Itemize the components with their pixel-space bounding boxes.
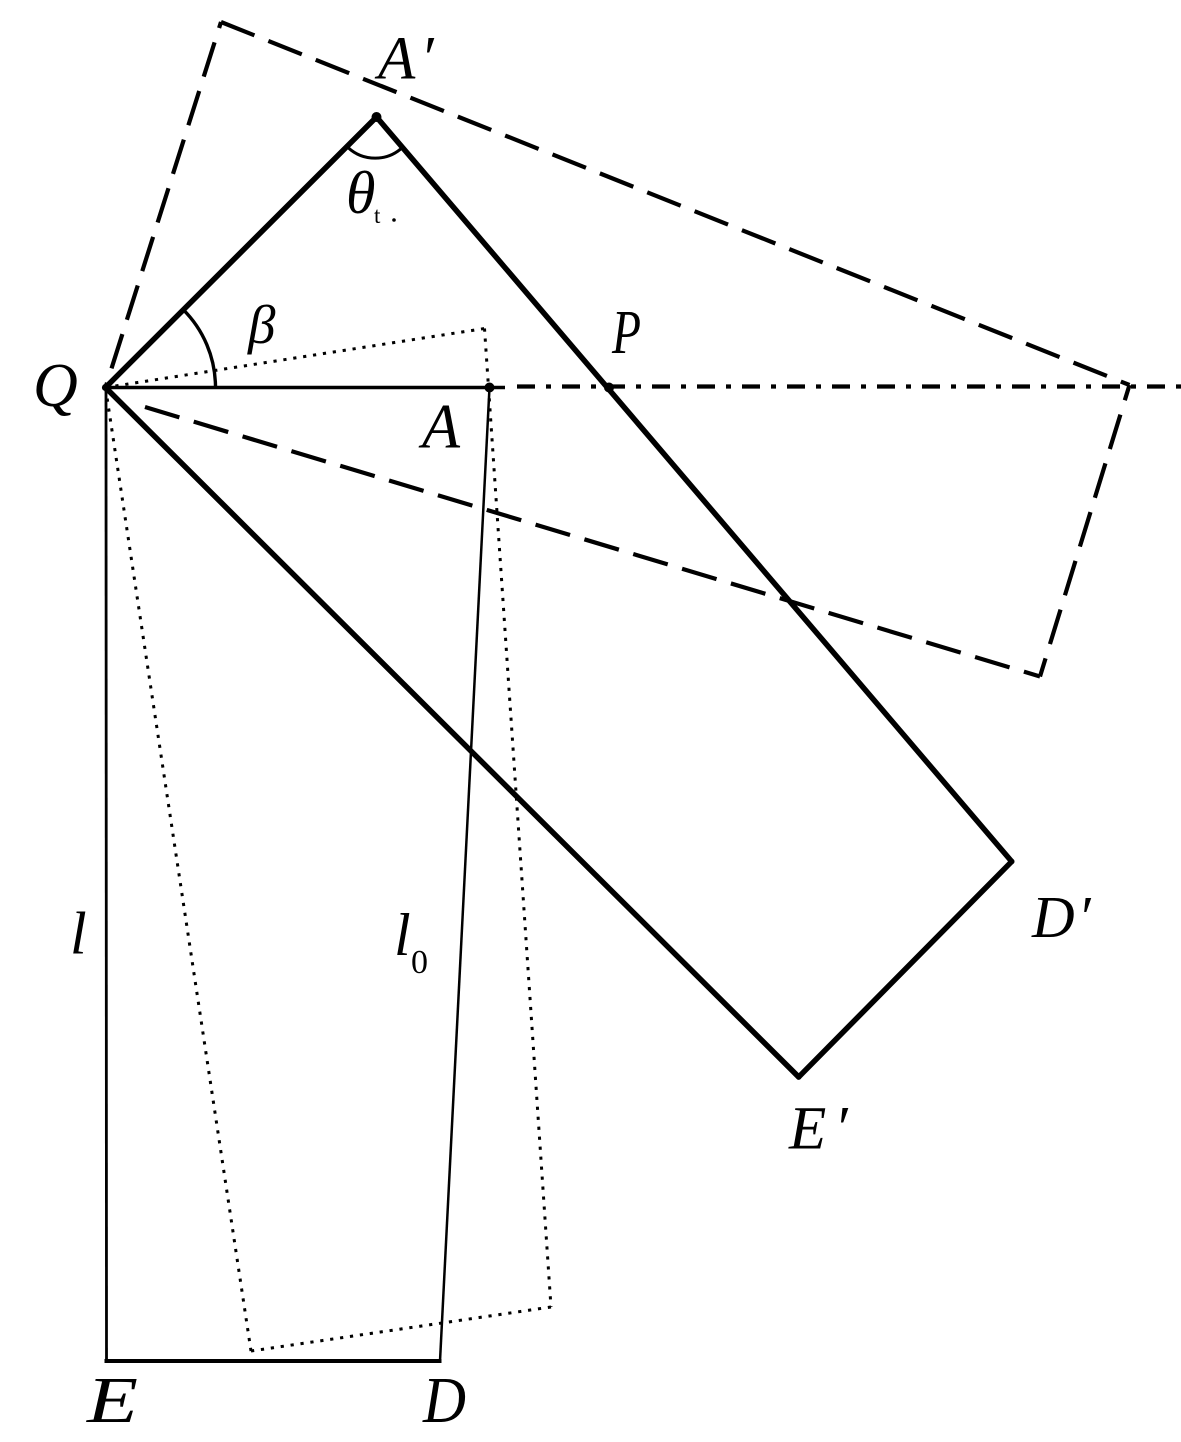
svg-text:P: P (611, 299, 641, 367)
svg-text:l: l (70, 901, 87, 967)
svg-text:A′: A′ (374, 26, 435, 93)
svg-text:A: A (418, 391, 461, 462)
svg-text:l: l (394, 902, 411, 968)
svg-text:t: t (374, 203, 381, 228)
svg-text:E′: E′ (788, 1096, 849, 1163)
svg-text:0: 0 (411, 944, 428, 981)
svg-text:Q: Q (33, 352, 78, 420)
svg-text:β: β (247, 294, 276, 355)
svg-text:D′: D′ (1031, 884, 1092, 950)
svg-text:D: D (422, 1364, 466, 1437)
svg-text:E: E (86, 1364, 138, 1437)
svg-text:θ: θ (346, 160, 375, 226)
